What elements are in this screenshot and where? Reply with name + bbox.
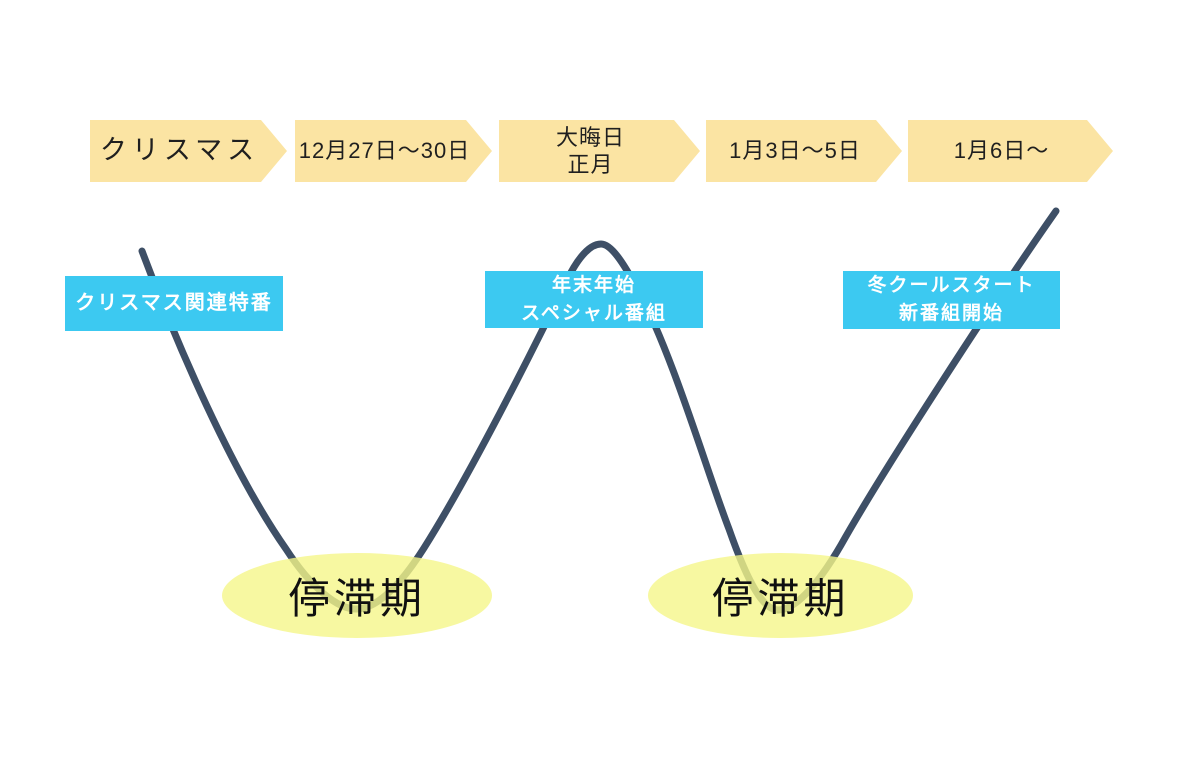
event-box-christmas-specials: クリスマス関連特番	[65, 276, 283, 331]
stagnation-ellipse-1: 停滞期	[222, 553, 492, 638]
timeline-step-jan6-on: 1月6日〜	[908, 120, 1113, 182]
timeline-step-jan3-5: 1月3日〜5日	[706, 120, 902, 182]
timeline-step-dec27-30: 12月27日〜30日	[295, 120, 492, 182]
timeline-step-christmas: クリスマス	[90, 120, 287, 182]
stagnation-ellipse-2: 停滞期	[648, 553, 913, 638]
timeline-step-label: 12月27日〜30日	[298, 138, 471, 164]
timeline-step-label: 1月3日〜5日	[729, 138, 861, 164]
event-box-winter-season-start: 冬クールスタート 新番組開始	[843, 271, 1060, 329]
timeline-step-label: 大晦日 正月	[555, 124, 625, 177]
event-box-new-year-specials: 年末年始 スペシャル番組	[485, 271, 703, 328]
timeline-step-new-years: 大晦日 正月	[499, 120, 700, 182]
stagnation-label: 停滞期	[287, 575, 426, 622]
event-label: 年末年始 スペシャル番組	[521, 274, 667, 324]
timeline-step-label: 1月6日〜	[953, 138, 1050, 164]
event-label: クリスマス関連特番	[75, 292, 273, 314]
event-label: 冬クールスタート 新番組開始	[867, 275, 1036, 324]
stagnation-label: 停滞期	[711, 575, 850, 622]
timeline-step-label: クリスマス	[99, 135, 260, 166]
